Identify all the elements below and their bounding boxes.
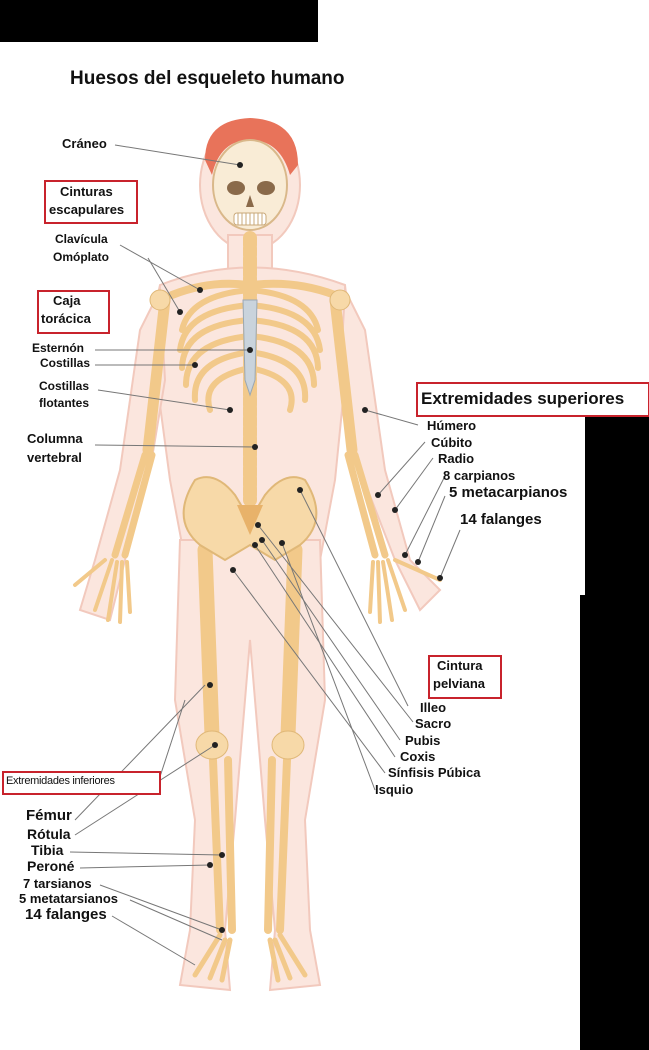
label-costillas: Costillas [40,356,91,370]
label-carpianos: 8 carpianos [443,468,516,483]
label-pubis: Pubis [405,733,441,748]
label-metatarsianos: 5 metatarsianos [19,891,118,906]
label-sinfisis: Sínfisis Púbica [388,765,481,780]
label-femur: Fémur [26,807,72,824]
label-extremidades-superiores: Extremidades superiores [421,389,625,408]
box-extremidades-superiores [416,382,649,417]
label-tibia: Tibia [31,842,64,858]
label-cubito: Cúbito [431,435,473,450]
label-clavicula: Clavícula [55,232,108,246]
label-cinturas-escapulares-2: escapulares [49,202,125,217]
label-cintura-pelviana-1: Cintura [437,658,483,673]
label-costillas-flotantes-2: flotantes [39,396,90,410]
diagram-title: Huesos del esqueleto humano [70,68,345,89]
box-cintura-pelviana [428,655,502,699]
skull [212,139,288,231]
label-omoplato: Omóplato [53,250,109,264]
label-craneo: Cráneo [62,136,107,151]
label-ilion: Illeo [420,700,447,715]
box-caja-toracica [37,290,110,334]
label-coxis: Coxis [400,749,436,764]
marker-dots [177,162,443,933]
label-rotula: Rótula [27,826,71,842]
label-cinturas-escapulares-1: Cinturas [60,184,113,199]
leader-lines [69,144,461,966]
label-caja-toracica-1: Caja [53,293,81,308]
label-humero: Húmero [427,418,477,433]
label-perone: Peroné [27,858,75,874]
box-extremidades-inferiores [2,771,161,795]
bones [73,231,442,983]
label-falanges-pie: 14 falanges [25,906,107,923]
label-columna-vertebral-2: vertebral [27,450,82,465]
label-radio: Radio [438,451,475,466]
label-isquio: Isquio [375,782,414,797]
label-caja-toracica-2: torácica [41,311,91,326]
label-cintura-pelviana-2: pelviana [433,676,486,691]
label-falanges-mano: 14 falanges [460,511,542,528]
label-tarsianos: 7 tarsianos [23,876,92,891]
label-esternon: Esternón [32,341,85,355]
box-cinturas-escapulares [44,180,138,224]
label-extremidades-inferiores: Extremidades inferiores [6,775,115,787]
label-metacarpianos: 5 metacarpianos [449,484,568,501]
hair [205,118,298,175]
label-sacro: Sacro [415,716,452,731]
label-costillas-flotantes-1: Costillas [39,379,90,393]
label-columna-vertebral-1: Columna [27,431,83,446]
